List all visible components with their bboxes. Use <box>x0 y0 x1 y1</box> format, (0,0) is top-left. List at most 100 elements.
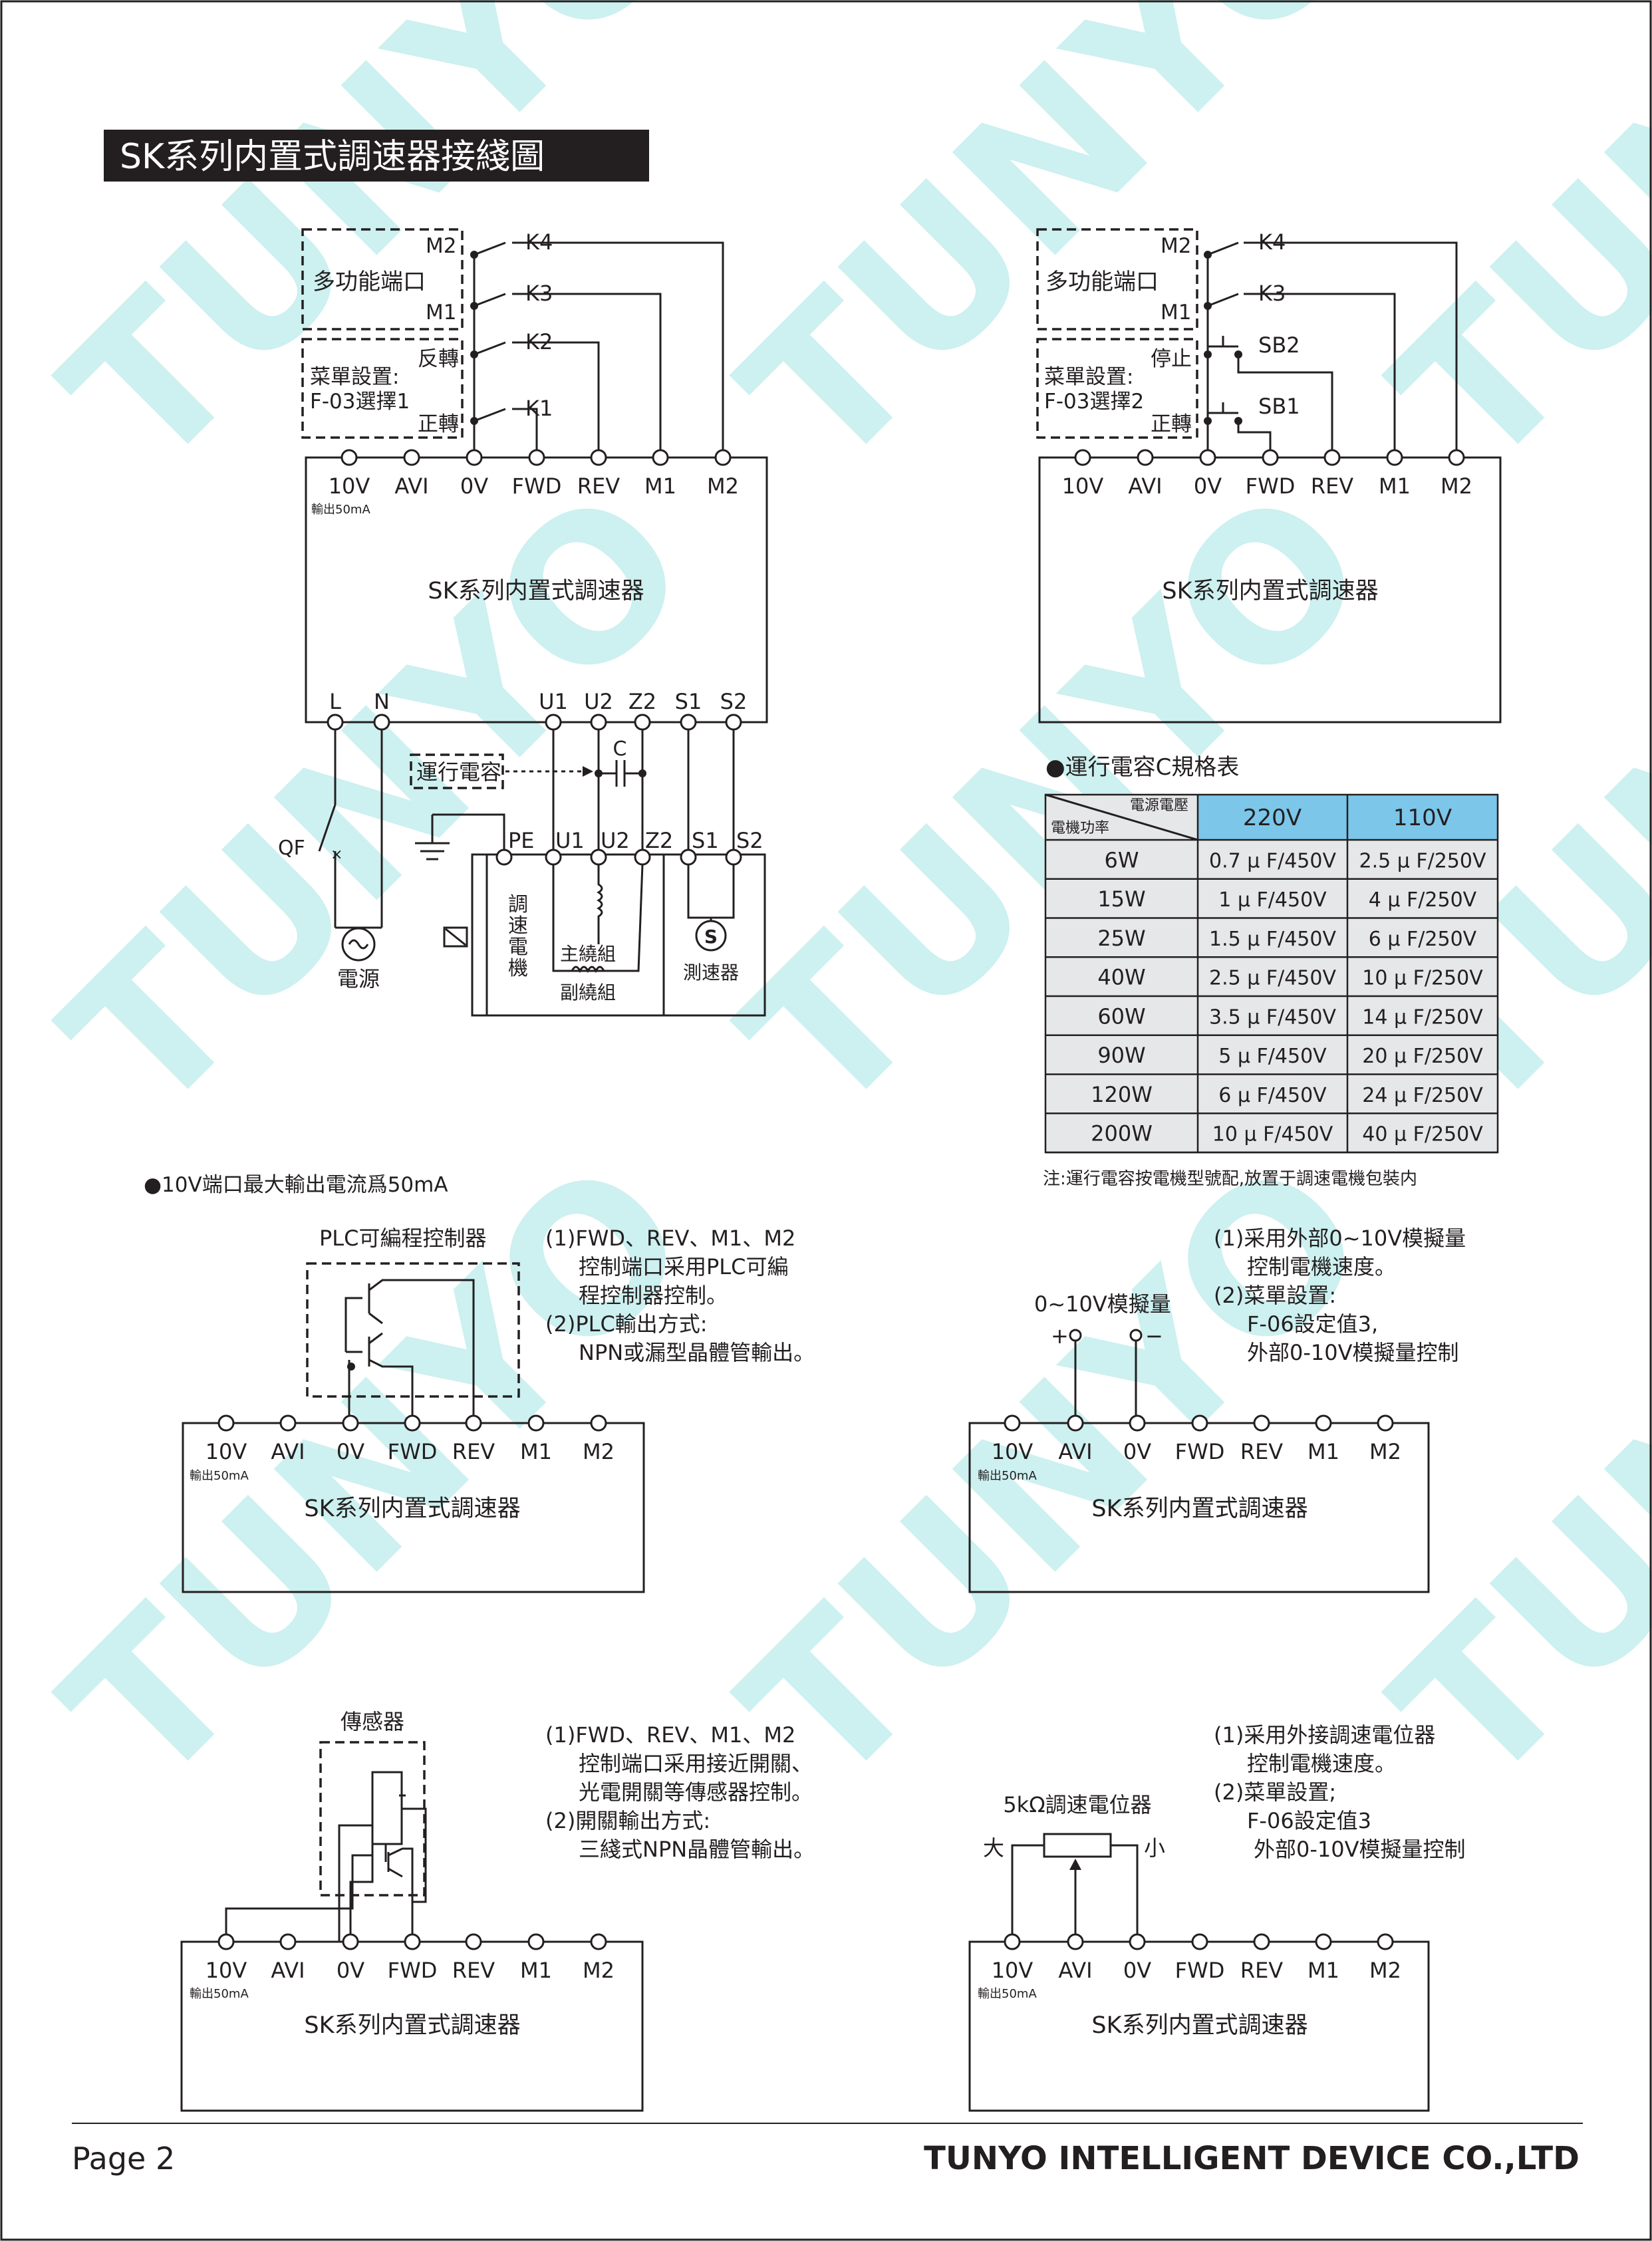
svg-text:S: S <box>704 926 718 948</box>
svg-text:10V: 10V <box>992 1958 1033 1983</box>
svg-text:電: 電 <box>508 936 528 959</box>
svg-text:控制電機速度。: 控制電機速度。 <box>1247 1751 1396 1776</box>
table-cell: 0.7 μ F/450V <box>1209 849 1336 872</box>
switch-sb1: SB1 <box>1204 394 1300 458</box>
table-cell: 2.5 μ F/450V <box>1209 967 1336 990</box>
svg-text:F-03選擇2: F-03選擇2 <box>1044 390 1144 414</box>
menu-setting-box <box>301 338 464 439</box>
run-capacitor-box <box>410 753 504 789</box>
table-cell: 200W <box>1091 1121 1153 1146</box>
svg-text:AVI: AVI <box>1058 1958 1092 1983</box>
page-title: SK系列内置式調速器接綫圖 <box>120 137 545 177</box>
svg-text:AVI: AVI <box>1058 1439 1092 1464</box>
analog-diagram: 0~10V模擬量 + − 10V AVI 0V FWD REV M1 M2 輸出… <box>968 1226 1466 1593</box>
table-cell: 2.5 μ F/250V <box>1359 849 1486 872</box>
svg-text:REV: REV <box>577 473 620 499</box>
svg-text:REV: REV <box>1240 1958 1283 1983</box>
potentiometer-icon <box>1043 1833 1112 1858</box>
sensor-diagram: 傳感器 10V AVI 0V FWD REV M1 M <box>180 1709 815 2112</box>
svg-text:L: L <box>329 689 341 714</box>
svg-text:輸出50mA: 輸出50mA <box>978 1469 1037 1483</box>
switch-k3: K3 <box>470 281 662 458</box>
svg-text:M1: M1 <box>644 473 676 499</box>
aux-winding-label: 副繞組 <box>560 982 616 1003</box>
table-cell: 4 μ F/250V <box>1369 888 1477 912</box>
svg-text:SK系列内置式調速器: SK系列内置式調速器 <box>304 1496 520 1522</box>
forward-label: 正轉 <box>418 412 459 436</box>
svg-text:M1: M1 <box>520 1439 552 1464</box>
svg-text:M1: M1 <box>1379 473 1411 499</box>
plc-diagram: PLC可編程控制器 10V AVI 0V FWD REV M1 M2 <box>182 1226 815 1593</box>
svg-text:外部0-10V模擬量控制: 外部0-10V模擬量控制 <box>1247 1340 1459 1365</box>
power-terminals <box>327 714 742 731</box>
power-label: 電源 <box>337 966 380 991</box>
table-cell: 10 μ F/450V <box>1212 1123 1333 1146</box>
qf-label: QF <box>278 837 305 860</box>
table-cell: 3.5 μ F/450V <box>1209 1005 1336 1029</box>
table-cell: 40W <box>1097 965 1145 990</box>
svg-text:0V: 0V <box>1123 1958 1151 1983</box>
svg-text:電機功率: 電機功率 <box>1051 820 1109 837</box>
table-cell: 6 μ F/250V <box>1369 928 1477 951</box>
svg-text:K4: K4 <box>1258 229 1286 255</box>
plc-box <box>306 1262 520 1398</box>
table-cell: 25W <box>1097 926 1145 951</box>
run-capacitor-label: 運行電容 <box>416 759 501 785</box>
sensor-box <box>319 1741 426 1897</box>
table-cell: 14 μ F/250V <box>1362 1005 1483 1029</box>
svg-text:(1)采用外部0~10V模擬量: (1)采用外部0~10V模擬量 <box>1214 1226 1466 1251</box>
svg-text:光電開關等傳感器控制。: 光電開關等傳感器控制。 <box>579 1780 813 1805</box>
table-cell: 1.5 μ F/450V <box>1209 928 1336 951</box>
company-name: TUNYO INTELLIGENT DEVICE CO.,LTD <box>924 2140 1580 2177</box>
svg-text:輸出50mA: 輸出50mA <box>190 1469 249 1483</box>
switch-sb2: SB2 <box>1204 332 1333 458</box>
svg-text:REV: REV <box>452 1439 495 1464</box>
svg-text:N: N <box>374 689 390 714</box>
watermark: TUNYO <box>700 0 1411 512</box>
svg-text:輸出50mA: 輸出50mA <box>978 1987 1037 2001</box>
svg-text:外部0-10V模擬量控制: 外部0-10V模擬量控制 <box>1254 1837 1466 1862</box>
svg-text:M2: M2 <box>1441 473 1472 499</box>
svg-text:FWD: FWD <box>1175 1439 1225 1464</box>
svg-text:程控制器控制。: 程控制器控制。 <box>579 1283 728 1308</box>
svg-text:NPN或漏型晶體管輸出。: NPN或漏型晶體管輸出。 <box>579 1340 815 1365</box>
sensor-icon <box>371 1771 403 1845</box>
svg-text:(1)FWD、REV、M1、M2: (1)FWD、REV、M1、M2 <box>545 1226 795 1251</box>
svg-text:F-06設定值3,: F-06設定值3, <box>1247 1311 1378 1337</box>
menu-setting-box <box>1036 338 1198 439</box>
svg-text:Z2: Z2 <box>645 828 673 853</box>
svg-text:0V: 0V <box>1194 473 1222 499</box>
svg-text:FWD: FWD <box>388 1439 438 1464</box>
potentiometer-diagram: 5kΩ調速電位器 大 小 10V AVI 0V FWD REV M1 M2 輸出… <box>968 1722 1466 2112</box>
svg-text:10V: 10V <box>329 473 370 499</box>
svg-text:0V: 0V <box>460 473 488 499</box>
svg-text:SK系列内置式調速器: SK系列内置式調速器 <box>1091 2012 1308 2039</box>
svg-text:(2)開關輸出方式:: (2)開關輸出方式: <box>545 1808 710 1833</box>
svg-text:AVI: AVI <box>271 1439 305 1464</box>
svg-text:M1: M1 <box>520 1958 552 1983</box>
svg-text:0V: 0V <box>337 1958 364 1983</box>
svg-text:K4: K4 <box>525 229 553 255</box>
motor-icon <box>443 926 468 948</box>
svg-text:PLC可編程控制器: PLC可編程控制器 <box>319 1226 486 1251</box>
svg-text:K3: K3 <box>1258 281 1286 306</box>
svg-text:SK系列内置式調速器: SK系列内置式調速器 <box>304 2012 520 2039</box>
svg-text:M2: M2 <box>583 1439 615 1464</box>
svg-text:0~10V模擬量: 0~10V模擬量 <box>1034 1291 1171 1317</box>
svg-text:傳感器: 傳感器 <box>341 1709 404 1734</box>
svg-text:M1: M1 <box>1161 301 1191 325</box>
svg-text:−: − <box>1145 1323 1163 1349</box>
svg-text:SK系列内置式調速器: SK系列内置式調速器 <box>1162 578 1378 604</box>
svg-text:REV: REV <box>452 1958 495 1983</box>
svg-text:機: 機 <box>508 957 528 980</box>
switch-k4: K4 <box>470 229 724 458</box>
svg-text:M2: M2 <box>583 1958 615 1983</box>
svg-text:S1: S1 <box>675 689 702 714</box>
svg-text:S2: S2 <box>720 689 748 714</box>
svg-text:U2: U2 <box>601 828 630 853</box>
table-cell: 120W <box>1091 1082 1153 1107</box>
svg-text:SK系列内置式調速器: SK系列内置式調速器 <box>1091 1496 1308 1522</box>
svg-text:停止: 停止 <box>1151 347 1192 371</box>
